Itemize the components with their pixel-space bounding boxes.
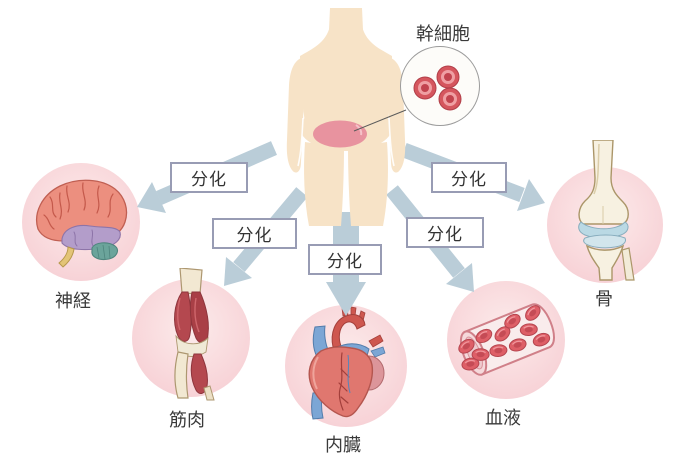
differentiation-box-viscera: 分化 bbox=[308, 244, 382, 275]
body-right-leg bbox=[348, 142, 388, 226]
differentiation-box-blood: 分化 bbox=[406, 217, 484, 248]
differentiation-box-nerve: 分化 bbox=[170, 162, 248, 193]
pointer-line bbox=[353, 109, 407, 132]
body-torso bbox=[300, 26, 392, 122]
abdomen-highlight bbox=[313, 120, 367, 148]
body-left-leg bbox=[304, 142, 344, 226]
stem-cells-illustration bbox=[413, 65, 462, 111]
stem-cell bbox=[413, 76, 437, 100]
stem-cell-label: 幹細胞 bbox=[416, 24, 470, 44]
organ-label-muscle: 筋肉 bbox=[169, 410, 205, 430]
muscle-illustration bbox=[174, 268, 215, 401]
brain-illustration bbox=[36, 179, 128, 268]
differentiation-box-muscle: 分化 bbox=[212, 218, 297, 249]
organ-label-bone: 骨 bbox=[595, 289, 613, 309]
body-neck bbox=[329, 8, 363, 30]
stem-cell bbox=[436, 65, 460, 89]
heart-illustration bbox=[308, 306, 386, 420]
differentiation-box-bone: 分化 bbox=[431, 162, 507, 193]
blood-vessel-illustration bbox=[455, 302, 555, 376]
bone-illustration bbox=[578, 140, 635, 281]
stem-cell bbox=[438, 87, 462, 111]
organ-label-viscera: 内臓 bbox=[325, 435, 361, 455]
stem-cell-circle bbox=[400, 46, 480, 126]
organ-label-nerve: 神経 bbox=[55, 291, 91, 311]
organ-label-blood: 血液 bbox=[485, 408, 521, 428]
body-left-arm bbox=[286, 58, 305, 173]
